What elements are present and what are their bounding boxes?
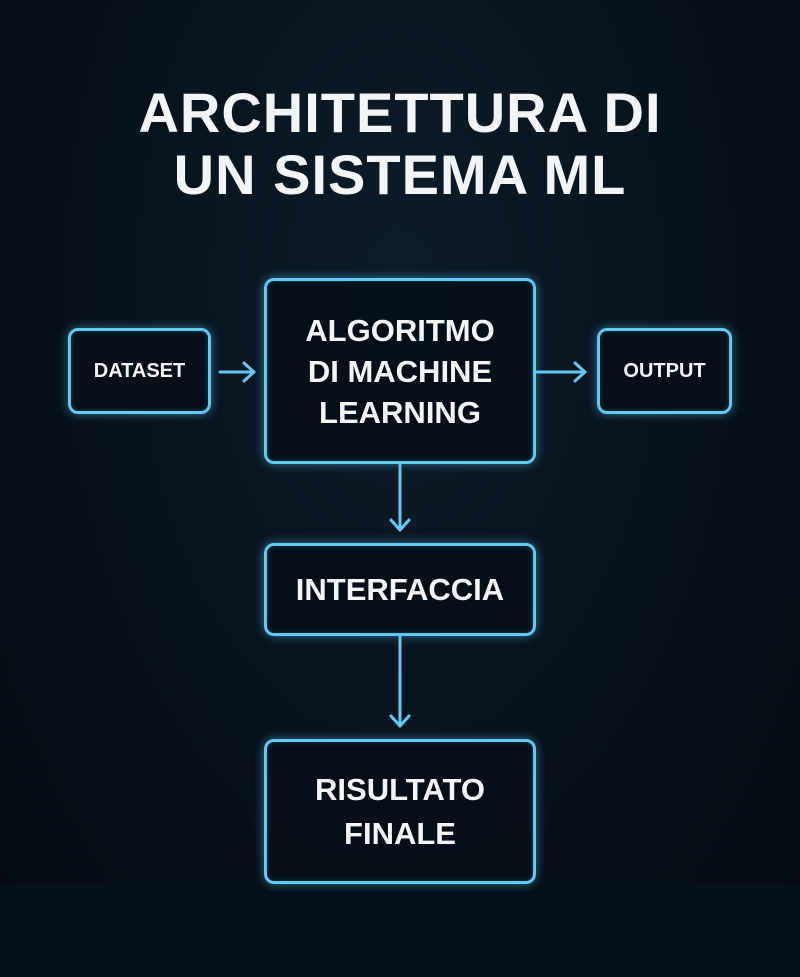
- node-algorithm-line-3: LEARNING: [319, 394, 481, 430]
- node-interface-label: INTERFACCIA: [295, 571, 505, 607]
- arrow-algorithm-to-output: [535, 361, 587, 383]
- diagram-title: ARCHITETTURA DI UN SISTEMA ML: [0, 82, 800, 206]
- title-line-1: ARCHITETTURA DI: [138, 81, 662, 144]
- node-output-label: OUTPUT: [623, 359, 706, 382]
- node-algorithm-label: ALGORITMO DI MACHINE LEARNING: [305, 310, 494, 433]
- node-algorithm: ALGORITMO DI MACHINE LEARNING: [264, 278, 536, 464]
- node-algorithm-line-2: DI MACHINE: [307, 353, 493, 389]
- arrow-dataset-to-algorithm: [218, 361, 256, 383]
- arrow-interface-to-result: [389, 635, 411, 728]
- node-result: RISULTATO FINALE: [264, 739, 536, 884]
- bottom-band: [0, 884, 800, 977]
- node-result-line-1: RISULTATO: [315, 771, 485, 807]
- node-result-label: RISULTATO FINALE: [315, 768, 485, 856]
- title-line-2: UN SISTEMA ML: [173, 143, 627, 206]
- node-result-line-2: FINALE: [344, 815, 456, 851]
- node-dataset-label: DATASET: [93, 359, 186, 382]
- node-interface: INTERFACCIA: [264, 543, 536, 636]
- node-dataset: DATASET: [68, 328, 211, 414]
- node-output: OUTPUT: [597, 328, 732, 414]
- node-algorithm-line-1: ALGORITMO: [305, 312, 495, 348]
- arrow-algorithm-to-interface: [389, 463, 411, 532]
